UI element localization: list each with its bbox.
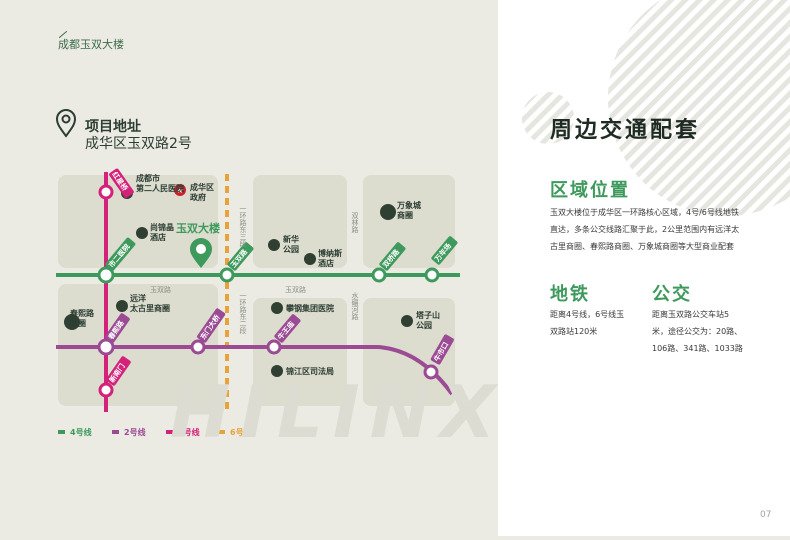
poi-label-line: 商圈 — [70, 318, 86, 328]
poi-label-line: 远洋 — [130, 293, 146, 303]
metro-line-2 — [56, 345, 454, 396]
project-pin-icon — [190, 238, 212, 268]
region-text-line: 古里商圈、春熙路商圈、万象城商圈等大型商业配套 — [550, 242, 734, 251]
region-text-line: 玉双大楼位于成华区一环路核心区域，4号/6号线地铁 — [550, 208, 739, 217]
map-legend: 4号线 2号线 3号线 6号线 — [58, 427, 252, 437]
poi-label-line: 博纳斯 — [318, 248, 342, 258]
poi-label-line: 万象城 — [396, 200, 421, 210]
station-hongxing — [98, 184, 114, 200]
station-dongmen — [190, 339, 206, 355]
svg-text:★: ★ — [176, 186, 183, 195]
poi-label-line: 成都市 — [136, 173, 160, 183]
court-icon — [271, 365, 283, 377]
section-heading: 周边交通配套 — [550, 118, 701, 143]
page-number: 07 — [760, 510, 772, 520]
metro-text: 距离4号线，6号线玉 双路站120米 — [550, 306, 645, 340]
poi-label-line: 第二人民医院 — [136, 183, 184, 193]
hotel-icon — [304, 253, 316, 265]
road-shuanglin: 双林路 — [351, 212, 359, 234]
station-shiershiyuan — [97, 266, 115, 284]
region-text-line: 直达，多条公交线路汇聚于此，2公里范围内有远洋太 — [550, 225, 740, 234]
legend-line-4: 4号线 — [70, 427, 92, 437]
poi-label-line: 太古里商圈 — [129, 303, 170, 313]
government-icon: ★ — [174, 184, 186, 196]
poi-label-line: 成华区 — [190, 182, 214, 192]
road-shuianhe: 水碾河路 — [351, 291, 359, 321]
park-icon — [268, 239, 280, 251]
poi-yuanyang: 远洋太古里商圈 — [129, 293, 170, 313]
poi-jinjiang-hotel: 尚锦晶酒店 — [150, 222, 174, 242]
hotel-icon — [136, 227, 148, 239]
bus-text-line: 距离玉双路公交车站5 — [652, 310, 730, 319]
road-yihuan-east-2: 一环路东二段 — [239, 292, 247, 335]
bus-text: 距离玉双路公交车站5 米，途径公交为：20路、 106路、341路、1033路 — [652, 306, 780, 357]
mall-icon — [116, 300, 128, 312]
address-value: 成华区玉双路2号 — [85, 136, 192, 152]
hospital-icon — [271, 302, 283, 314]
poi-gov: 成华区政府 — [190, 182, 214, 202]
poi-label-line: 政府 — [190, 192, 206, 202]
mall-icon — [380, 204, 396, 220]
mall-icon — [64, 314, 80, 330]
map-blocks — [58, 175, 455, 406]
station-niushikou — [423, 364, 439, 380]
road-yushuang: 玉双路 — [285, 285, 306, 294]
poi-label-line: 酒店 — [318, 258, 334, 268]
bus-title: 公交 — [652, 284, 692, 305]
park-icon — [401, 315, 413, 327]
station-xinnanmen — [98, 382, 114, 398]
legend-line-2: 2号线 — [124, 427, 146, 437]
location-pin-icon — [55, 109, 77, 138]
poi-label-line: 春熙路 — [70, 308, 95, 318]
poi-label-line: 攀钢集团医院 — [285, 303, 334, 313]
poi-label-line: 商圈 — [397, 210, 413, 220]
stations — [97, 184, 440, 398]
road-labels: 一环路东三段 一环路东二段 双林路 水碾河路 玉双路 玉双路 — [150, 205, 359, 335]
region-text: 玉双大楼位于成华区一环路核心区域，4号/6号线地铁 直达，多条公交线路汇聚于此，… — [550, 204, 780, 255]
info-panel — [498, 0, 790, 536]
station-yushuang — [219, 267, 235, 283]
transit-map: 玉双大楼 ★ 成都市第二人民医院 成华区政府 万象城商圈 尚锦晶酒店 新华公园 … — [55, 109, 460, 437]
poi-wanxiang: 万象城商圈 — [396, 200, 421, 220]
poi-label-line: 新华 — [283, 234, 299, 244]
poi-label-line: 尚锦晶 — [150, 222, 174, 232]
poi-chunxi: 春熙路商圈 — [70, 308, 95, 328]
address-title: 项目地址 — [85, 119, 141, 135]
bus-text-line: 米，途径公交为：20路、 — [652, 327, 743, 336]
poi-label-line: 塔子山 — [416, 310, 440, 320]
poi-labels: 成都市第二人民医院 成华区政府 万象城商圈 尚锦晶酒店 新华公园 博纳斯酒店 远… — [70, 173, 440, 376]
poi-tazishan: 塔子山公园 — [416, 310, 440, 330]
legend-line-3: 3号线 — [178, 427, 200, 437]
metro-text-line: 双路站120米 — [550, 327, 598, 336]
poi-label-line: 锦江区司法局 — [286, 366, 334, 376]
poi-xinhua: 新华公园 — [283, 234, 299, 254]
decorative-stripes — [522, 0, 790, 216]
poi-bonasi: 博纳斯酒店 — [318, 248, 342, 268]
station-chunxi — [97, 338, 115, 356]
poi-hospital: 成都市第二人民医院 — [136, 173, 184, 193]
brand-label: 成都玉双大楼 — [58, 38, 124, 51]
poi-label-line: 酒店 — [150, 232, 166, 242]
station-wannian — [424, 267, 440, 283]
road-yushuang-2: 玉双路 — [150, 285, 171, 294]
project-label: 玉双大楼 — [176, 221, 220, 235]
bus-text-line: 106路、341路、1033路 — [652, 344, 743, 353]
poi-label-line: 公园 — [283, 245, 299, 254]
station-shuangqiao — [371, 267, 387, 283]
poi-jinjiang-court: 锦江区司法局 — [286, 366, 334, 376]
road-yihuan-east-3: 一环路东三段 — [239, 205, 247, 248]
metro-title: 地铁 — [550, 284, 590, 305]
poi-pangang: 攀钢集团医院 — [285, 303, 334, 313]
watermark: HILINX — [170, 370, 506, 454]
poi-label-line: 公园 — [416, 321, 432, 330]
station-niuwangmiao — [266, 339, 282, 355]
metro-text-line: 距离4号线，6号线玉 — [550, 310, 625, 319]
region-title: 区域位置 — [550, 180, 630, 201]
legend-line-6: 6号线 — [230, 427, 252, 437]
